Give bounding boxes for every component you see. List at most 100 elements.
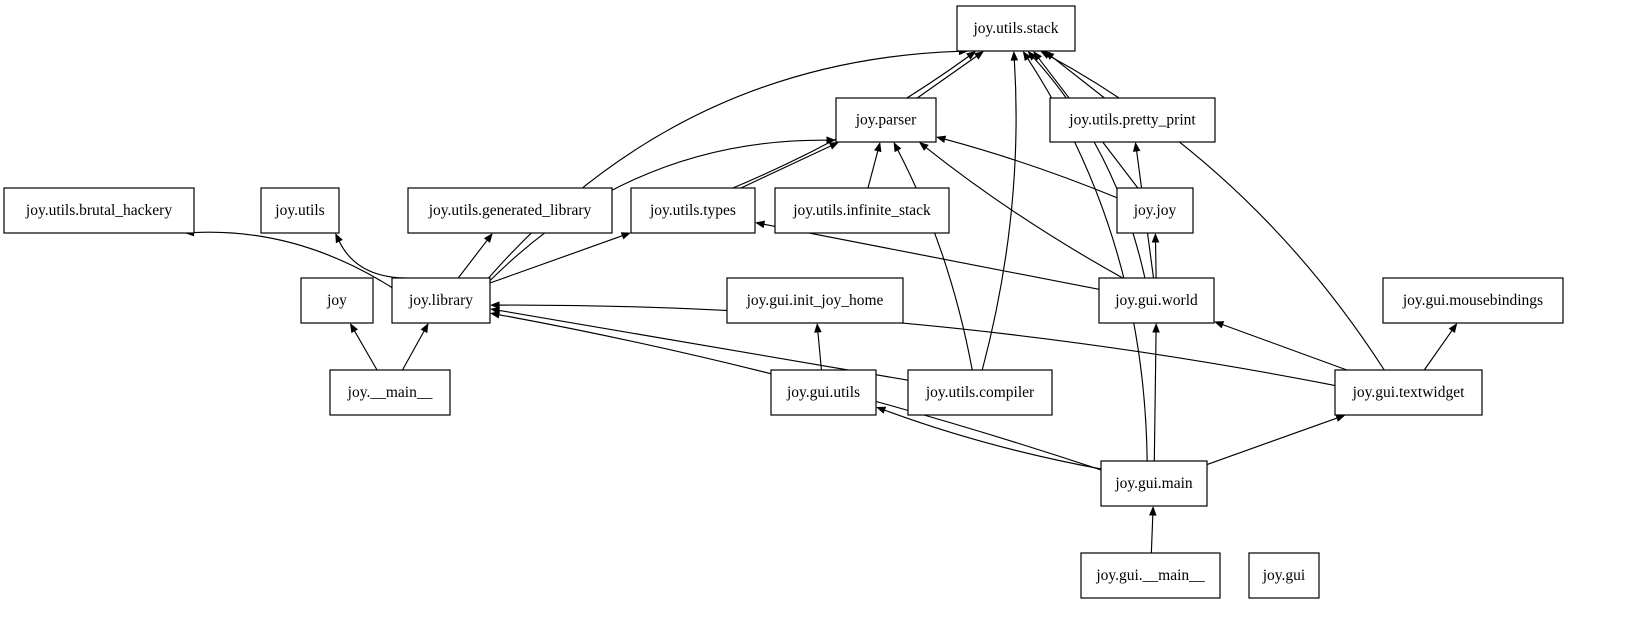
graph-node[interactable]: joy.library [391, 277, 491, 324]
node-box[interactable] [1382, 277, 1564, 324]
graph-node[interactable]: joy.utils.types [630, 187, 756, 234]
edge-arrowhead [490, 311, 501, 319]
node-label: joy.utils.compiler [925, 384, 1035, 401]
node-box[interactable] [391, 277, 491, 324]
node-box[interactable] [1100, 460, 1208, 507]
edge-arrowhead [1152, 323, 1160, 333]
edge-arrowhead [828, 142, 840, 150]
graph-edge [1423, 329, 1453, 371]
graph-node[interactable]: joy.gui.utils [770, 369, 877, 416]
node-box[interactable] [774, 187, 950, 234]
edge-arrowhead [1027, 51, 1037, 61]
node-label: joy.library [408, 292, 473, 309]
node-box[interactable] [835, 97, 937, 143]
node-box[interactable] [407, 187, 613, 234]
graph-edge [916, 55, 978, 99]
graph-edge [763, 223, 1100, 290]
node-box[interactable] [3, 187, 195, 234]
node-label: joy.utils.types [649, 202, 736, 219]
edge-arrowhead [936, 135, 947, 143]
edge-arrowhead [1448, 323, 1458, 333]
edge-arrowhead [874, 142, 882, 153]
graph-node[interactable]: joy.gui.mousebindings [1382, 277, 1564, 324]
graph-node[interactable]: joy.utils [260, 187, 340, 234]
edge-arrowhead [1033, 51, 1042, 61]
edge-arrowhead [1148, 506, 1157, 516]
node-box[interactable] [1049, 97, 1216, 143]
graph-node[interactable]: joy.utils.brutal_hackery [3, 187, 195, 234]
edge-arrowhead [814, 323, 822, 333]
edge-arrowhead [490, 301, 500, 309]
node-box[interactable] [956, 5, 1076, 52]
graph-edge [1153, 331, 1157, 462]
graph-edge [1206, 417, 1338, 466]
node-box[interactable] [300, 277, 374, 324]
node-box[interactable] [770, 369, 877, 416]
node-label: joy.utils.stack [972, 20, 1058, 37]
graph-edge [498, 304, 1336, 387]
edge-arrowhead [420, 323, 429, 334]
graph-node[interactable]: joy.gui [1248, 552, 1320, 599]
node-box[interactable] [726, 277, 904, 324]
node-label: joy.parser [855, 112, 917, 129]
graph-node[interactable]: joy.utils.stack [956, 5, 1076, 52]
graph-edge [338, 240, 406, 279]
graph-node[interactable]: joy.utils.compiler [907, 369, 1053, 416]
graph-edge [1033, 57, 1146, 279]
graph-node[interactable]: joy.gui.main [1100, 460, 1208, 507]
graph-edge [489, 139, 828, 282]
edge-arrowhead [1335, 414, 1346, 422]
node-box[interactable] [1334, 369, 1483, 416]
node-box[interactable] [630, 187, 756, 234]
node-label: joy [326, 292, 347, 309]
node-label: joy.gui.__main__ [1095, 567, 1205, 584]
graph-node[interactable]: joy.utils.pretty_print [1049, 97, 1216, 143]
graph-node[interactable]: joy.gui.textwidget [1334, 369, 1483, 416]
graph-edge [897, 149, 973, 371]
graph-node[interactable]: joy.gui.init_joy_home [726, 277, 904, 324]
graph-edge [925, 146, 1124, 279]
edges-layer [184, 47, 1458, 554]
graph-node[interactable]: joy [300, 277, 374, 324]
graph-edge [884, 409, 1102, 470]
graph-edge [867, 150, 879, 189]
graph-node[interactable]: joy.utils.generated_library [407, 187, 613, 234]
graph-node[interactable]: joy.parser [835, 97, 937, 143]
graph-edge [1047, 54, 1385, 371]
node-box[interactable] [260, 187, 340, 234]
graph-edge [353, 330, 378, 371]
node-label: joy.gui.mousebindings [1402, 292, 1543, 309]
edge-arrowhead [1022, 51, 1032, 62]
nodes-layer: joy.utils.stack joy.parser joy.utils.prett… [3, 5, 1564, 599]
edge-arrowhead [893, 142, 902, 153]
graph-edge [1051, 55, 1105, 99]
graph-edge [488, 50, 960, 279]
node-box[interactable] [1098, 277, 1215, 324]
edge-arrowhead [826, 136, 836, 144]
edge-arrowhead [755, 220, 766, 229]
edge-arrowhead [918, 142, 929, 151]
node-box[interactable] [329, 369, 451, 416]
graph-node[interactable]: joy.gui.__main__ [1080, 552, 1221, 599]
node-box[interactable] [1080, 552, 1221, 599]
graph-edge [489, 235, 623, 284]
node-label: joy.gui [1262, 567, 1306, 584]
node-box[interactable] [907, 369, 1053, 416]
edge-arrowhead [335, 233, 343, 244]
graph-edge [457, 239, 488, 279]
edge-arrowhead [349, 323, 358, 334]
node-label: joy.utils.brutal_hackery [25, 202, 172, 219]
node-box[interactable] [1248, 552, 1320, 599]
node-box[interactable] [1116, 187, 1194, 234]
edge-arrowhead [876, 406, 887, 414]
node-label: joy.gui.world [1114, 292, 1198, 309]
graph-node[interactable]: joy.gui.world [1098, 277, 1215, 324]
graph-node[interactable]: joy.joy [1116, 187, 1194, 234]
graph-edge [401, 330, 425, 371]
edge-arrowhead [1132, 142, 1141, 152]
graph-node[interactable]: joy.utils.infinite_stack [774, 187, 950, 234]
graph-node[interactable]: joy.__main__ [329, 369, 451, 416]
node-label: joy.utils.pretty_print [1068, 112, 1196, 129]
graph-edge [1154, 241, 1157, 279]
node-label: joy.utils [274, 202, 324, 219]
